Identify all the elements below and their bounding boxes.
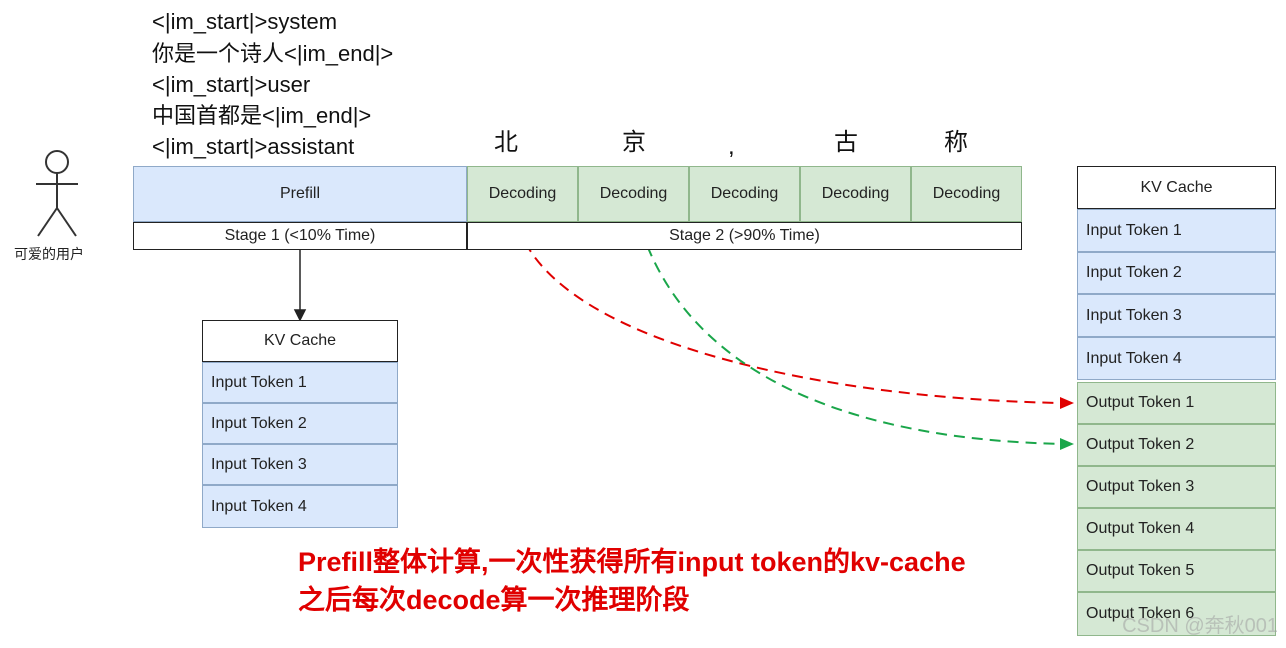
user-label: 可爱的用户 [14, 246, 84, 262]
kv-cache-right-output-2: Output Token 2 [1077, 424, 1276, 466]
note-line-1: Prefill整体计算,一次性获得所有input token的kv-cache [298, 547, 966, 577]
decoding-block-1: Decoding [467, 166, 578, 222]
kv-cache-right-input-3: Input Token 3 [1077, 294, 1276, 337]
kv-cache-right-output-1: Output Token 1 [1077, 382, 1276, 424]
kv-cache-left-input-4: Input Token 4 [202, 485, 398, 528]
watermark: CSDN @奔秋001 [1122, 615, 1278, 637]
stage2-label: Stage 2 (>90% Time) [467, 222, 1022, 250]
stage1-label: Stage 1 (<10% Time) [133, 222, 467, 250]
decoding-block-3: Decoding [689, 166, 800, 222]
prompt-line-1: <|im_start|>system [152, 9, 338, 34]
kv-cache-right-input-1: Input Token 1 [1077, 209, 1276, 252]
user-figure-icon [36, 150, 78, 237]
decoding-block-2: Decoding [578, 166, 689, 222]
kv-cache-left-header: KV Cache [202, 320, 398, 362]
red-arrowhead [1060, 397, 1074, 409]
kv-cache-right-input-2: Input Token 2 [1077, 252, 1276, 294]
kv-cache-right-output-5: Output Token 5 [1077, 550, 1276, 592]
output-token-char-4: 古 [834, 129, 858, 156]
note-line-2: 之后每次decode算一次推理阶段 [298, 585, 690, 615]
kv-cache-right-output-4: Output Token 4 [1077, 508, 1276, 550]
decoding-block-5: Decoding [911, 166, 1022, 222]
prompt-line-2: 你是一个诗人<|im_end|> [152, 41, 394, 66]
kv-cache-left-input-3: Input Token 3 [202, 444, 398, 485]
kv-cache-right-header: KV Cache [1077, 166, 1276, 209]
kv-cache-right-output-3: Output Token 3 [1077, 466, 1276, 508]
kv-cache-left-input-1: Input Token 1 [202, 362, 398, 403]
output-token-char-1: 北 [494, 129, 518, 156]
prefill-block: Prefill [133, 166, 467, 222]
prompt-line-5: <|im_start|>assistant [152, 134, 355, 159]
output-token-char-2: 京 [622, 129, 646, 156]
prefill-to-cache-arrow [293, 250, 307, 322]
output-token-char-3: , [728, 133, 735, 160]
output-token-char-5: 称 [944, 129, 968, 156]
green-arrowhead [1060, 438, 1074, 450]
prompt-line-3: <|im_start|>user [152, 72, 311, 97]
green-dashed-arrow [635, 211, 1065, 445]
kv-cache-right-input-4: Input Token 4 [1077, 337, 1276, 380]
prompt-line-4: 中国首都是<|im_end|> [152, 103, 372, 128]
kv-cache-left-input-2: Input Token 2 [202, 403, 398, 444]
kv-cache-right-output-6: Output Token 6 [1077, 592, 1276, 636]
decoding-block-4: Decoding [800, 166, 911, 222]
red-dashed-arrow [517, 225, 1065, 404]
